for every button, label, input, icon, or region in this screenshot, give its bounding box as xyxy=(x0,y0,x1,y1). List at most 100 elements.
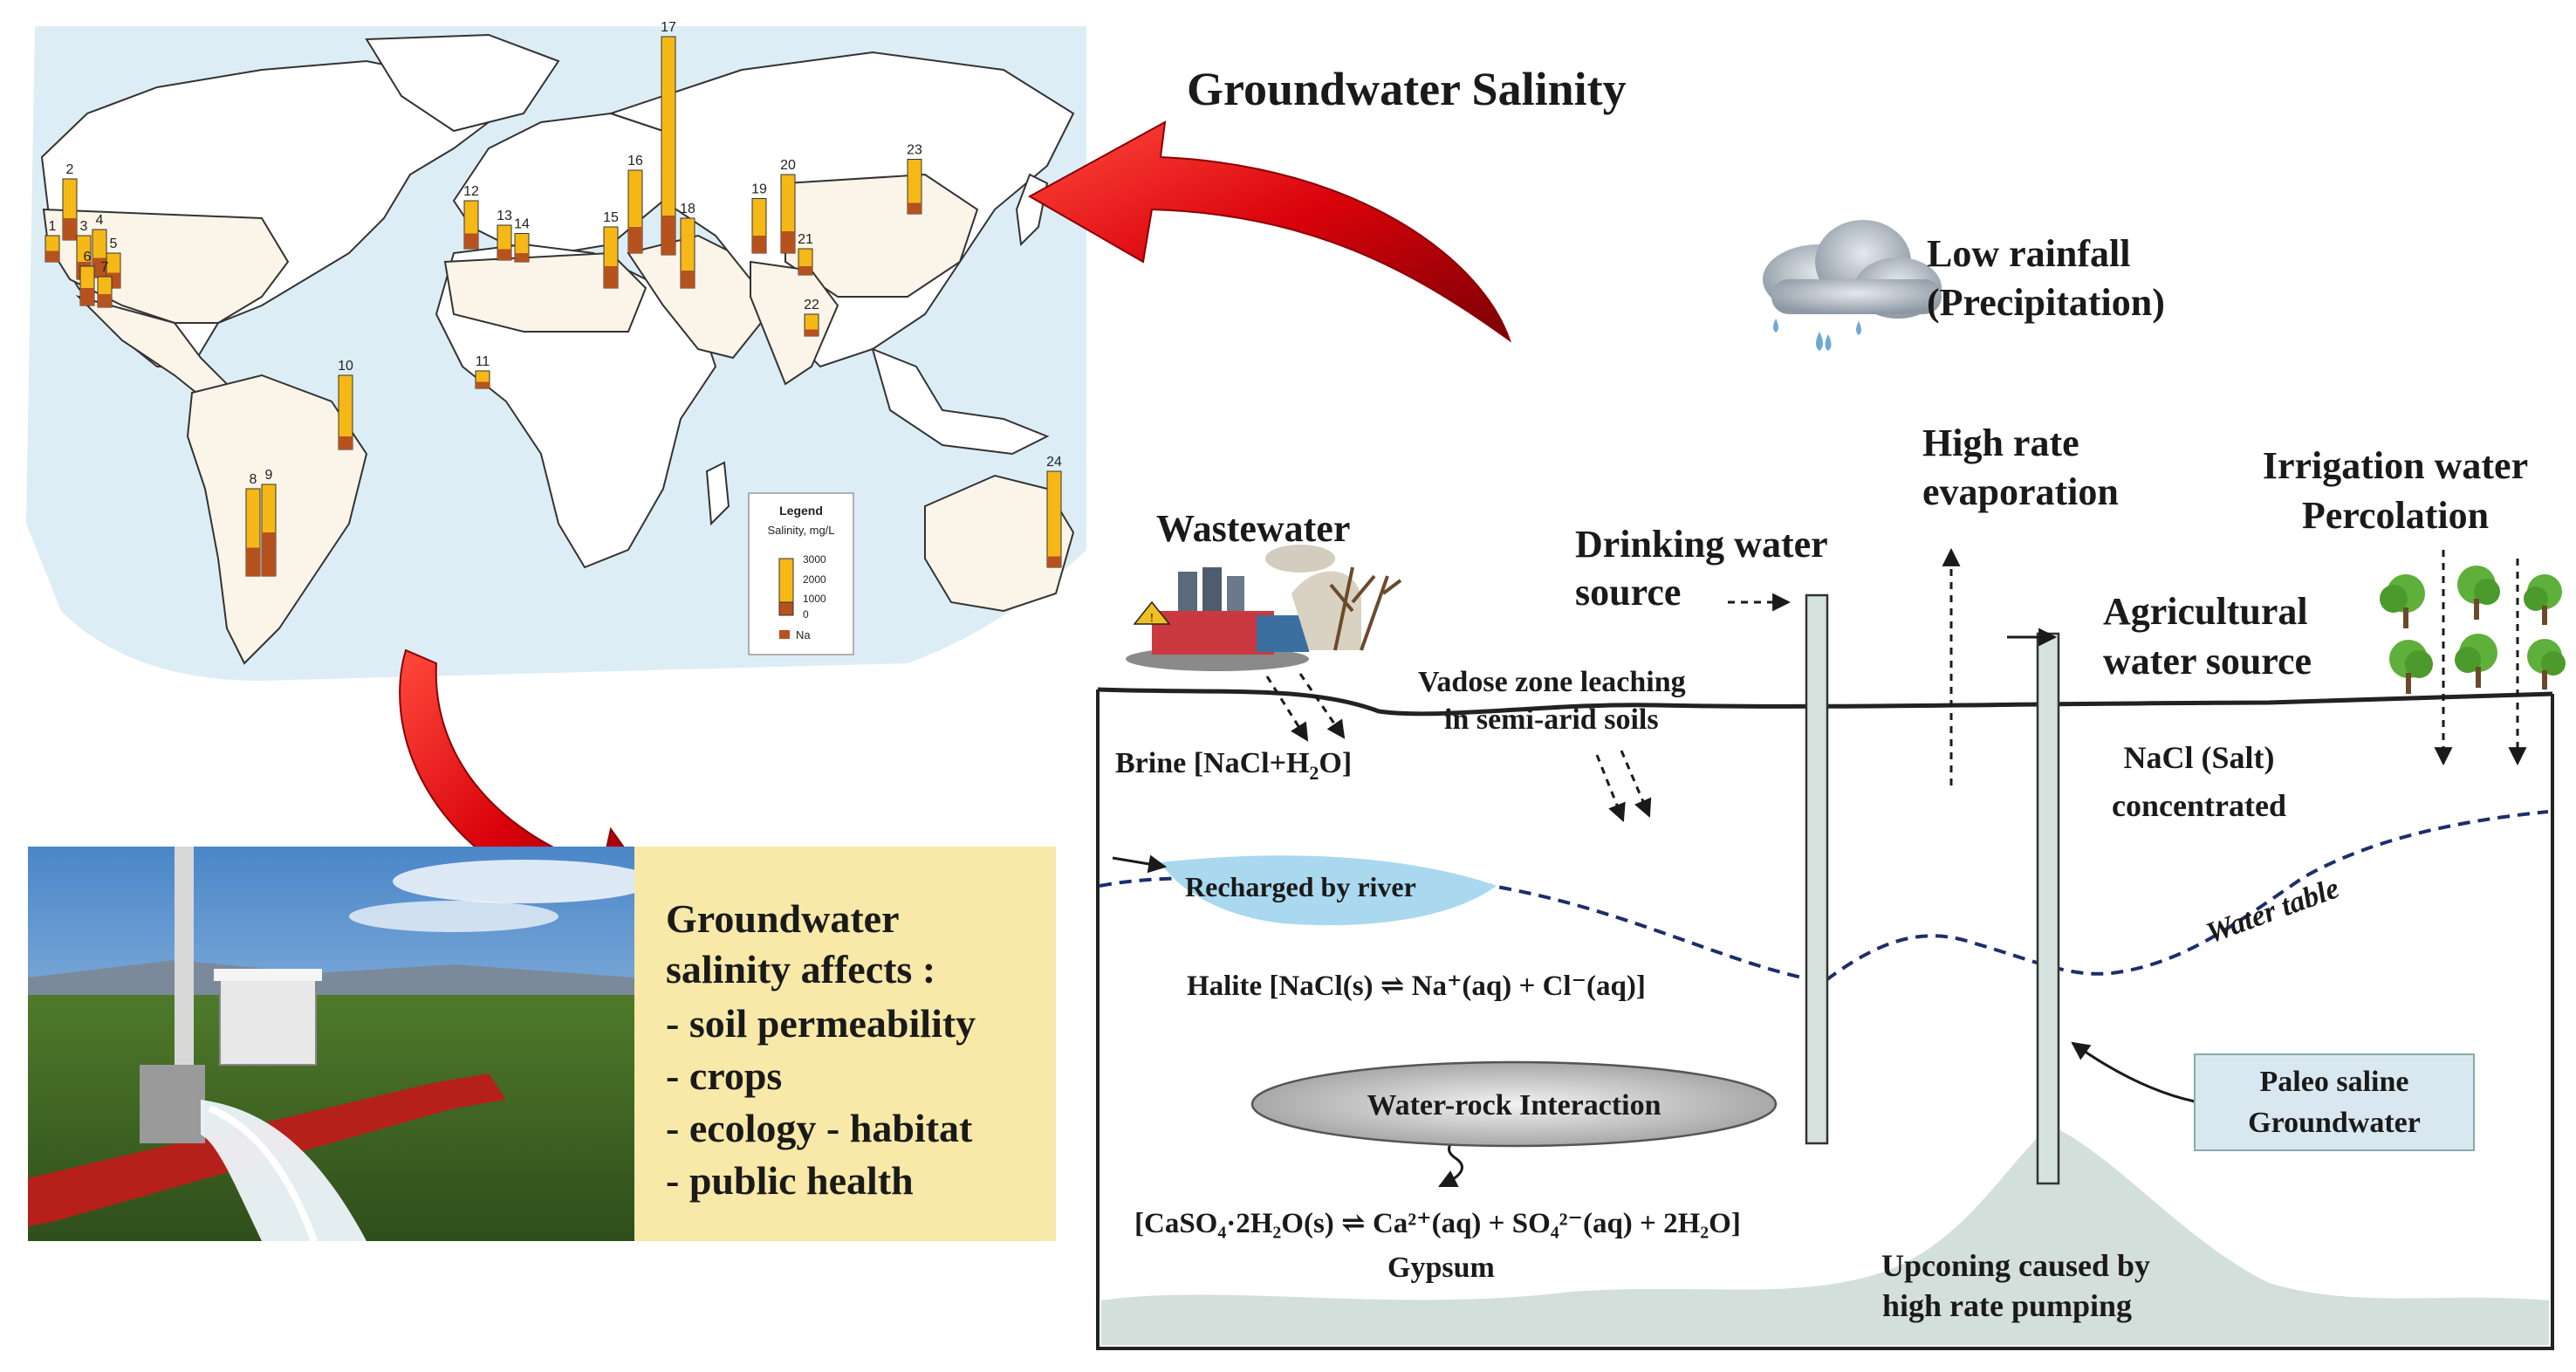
legend-tick-3000: 3000 xyxy=(803,553,826,566)
legend-title: Legend xyxy=(779,504,823,518)
irrigation-line-1: Irrigation water xyxy=(2263,444,2528,487)
bar-label-22: 22 xyxy=(804,298,819,312)
drinking-well-casing xyxy=(1805,593,1829,1145)
recharge-label: Recharged by river xyxy=(1185,871,1416,902)
vadose-line-1: Vadose zone leaching xyxy=(1418,666,1686,698)
sodium-bar-7 xyxy=(98,294,112,307)
trees-icon xyxy=(2380,566,2566,694)
effects-line-2: salinity affects : xyxy=(666,947,935,991)
rain-cloud-icon xyxy=(1763,220,1942,351)
cross-section: Recharged by river ! xyxy=(1096,220,2566,1350)
map-madagascar xyxy=(705,461,730,526)
water-rock-label: Water-rock Interaction xyxy=(1367,1089,1661,1122)
bar-label-24: 24 xyxy=(1046,455,1062,470)
legend-box xyxy=(748,492,854,655)
map-middle-east xyxy=(627,234,770,360)
paleo-arrow xyxy=(2071,1041,2196,1103)
bar-label-2: 2 xyxy=(66,162,74,177)
nacl-line-1: NaCl (Salt) xyxy=(2124,740,2275,775)
water-rock-ellipse xyxy=(1250,1060,1778,1148)
sediment-layer xyxy=(1101,1126,2549,1345)
wastewater-leach-arrow-2 xyxy=(1298,673,1346,739)
effects-line-5: - ecology - habitat xyxy=(666,1106,973,1150)
bar-label-7: 7 xyxy=(101,260,109,275)
sodium-bar-2 xyxy=(63,218,77,240)
paleo-line-1: Paleo saline xyxy=(2260,1066,2409,1098)
legend-bar-na xyxy=(778,601,794,616)
map-australia xyxy=(924,474,1075,613)
sodium-bar-21 xyxy=(798,266,812,275)
paleo-line-2: Groundwater xyxy=(2248,1107,2421,1139)
agricultural-line-2: water source xyxy=(2103,640,2312,683)
sodium-bar-15 xyxy=(604,266,618,288)
map-greenland xyxy=(365,33,560,133)
sodium-bar-11 xyxy=(476,381,490,388)
sodium-bar-14 xyxy=(515,253,529,262)
wastewater-label: Wastewater xyxy=(1156,507,1350,550)
legend-tick-1000: 1000 xyxy=(803,593,826,605)
salinity-bar-24 xyxy=(1046,470,1062,568)
drinking-line-1: Drinking water xyxy=(1575,523,1828,566)
agricultural-well-casing xyxy=(2036,632,2060,1185)
rainfall-line-1: Low rainfall xyxy=(1927,232,2130,275)
vadose-line-2: in semi-arid soils xyxy=(1444,703,1659,736)
bar-label-23: 23 xyxy=(907,143,922,158)
well-pump-photo xyxy=(28,847,654,1243)
sodium-bar-4 xyxy=(92,257,106,278)
sodium-bar-8 xyxy=(246,547,260,576)
section-frame xyxy=(1096,689,2554,1350)
dashed-arrows xyxy=(1265,547,2527,822)
bar-label-14: 14 xyxy=(514,217,530,232)
bar-label-20: 20 xyxy=(780,158,796,173)
legend-na-swatch xyxy=(779,630,790,639)
vadose-leach-arrow-1 xyxy=(1595,754,1626,822)
paleo-box xyxy=(2194,1053,2475,1151)
legend-tick-2000: 2000 xyxy=(803,573,826,586)
sodium-bar-9 xyxy=(262,532,276,576)
bar-label-13: 13 xyxy=(497,209,512,223)
sodium-bar-13 xyxy=(497,249,511,260)
sodium-bar-6 xyxy=(80,288,94,305)
legend-na-label: Na xyxy=(796,628,811,641)
effects-box: Groundwater salinity affects : - soil pe… xyxy=(634,847,1056,1241)
effects-line-4: - crops xyxy=(666,1053,782,1098)
sodium-bar-24 xyxy=(1047,556,1061,567)
figure-title: Groundwater Salinity xyxy=(1187,63,1627,115)
gypsum-equation: [CaSO₄·2H₂O(s) ⇌ Ca²⁺(aq) + SO₄²⁻(aq) + … xyxy=(1134,1208,1741,1239)
recharge-arrow xyxy=(1112,854,1168,874)
bar-label-16: 16 xyxy=(627,154,643,168)
upconing-line-2: high rate pumping xyxy=(1882,1288,2132,1323)
sodium-bar-10 xyxy=(339,436,353,449)
legend-tick-0: 0 xyxy=(803,608,809,621)
legend-subtitle: Salinity, mg/L xyxy=(767,524,834,537)
sodium-bar-16 xyxy=(628,227,642,253)
agricultural-line-1: Agricultural xyxy=(2103,590,2308,633)
bar-label-3: 3 xyxy=(80,219,88,234)
gypsum-label: Gypsum xyxy=(1387,1252,1495,1284)
sodium-bar-20 xyxy=(781,231,795,253)
legend-bar-total xyxy=(778,558,794,603)
halite-equation: Halite [NaCl(s) ⇌ Na⁺(aq) + Cl⁻(aq)] xyxy=(1187,971,1646,1002)
sodium-bar-22 xyxy=(805,329,819,336)
nacl-line-2: concentrated xyxy=(2112,788,2286,823)
bar-label-1: 1 xyxy=(49,219,57,234)
vadose-leach-arrow-2 xyxy=(1620,750,1652,818)
effects-line-1: Groundwater xyxy=(666,896,900,941)
bar-label-17: 17 xyxy=(661,20,676,35)
bar-label-8: 8 xyxy=(250,472,257,487)
drinking-line-2: source xyxy=(1575,571,1681,614)
brine-label: Brine [NaCl+H2O] xyxy=(1115,747,1352,784)
sodium-bar-1 xyxy=(45,250,59,262)
sodium-bar-18 xyxy=(681,271,695,288)
sodium-bar-12 xyxy=(464,233,478,249)
evaporation-line-2: evaporation xyxy=(1922,470,2119,513)
evaporation-line-1: High rate xyxy=(1922,422,2079,464)
map-legend: Legend Salinity, mg/L 3000 2000 1000 0 N… xyxy=(748,492,854,655)
sodium-bar-23 xyxy=(908,202,921,214)
bar-label-11: 11 xyxy=(476,354,490,369)
wastewater-leach-arrow-1 xyxy=(1265,676,1309,742)
bar-label-12: 12 xyxy=(463,184,479,199)
